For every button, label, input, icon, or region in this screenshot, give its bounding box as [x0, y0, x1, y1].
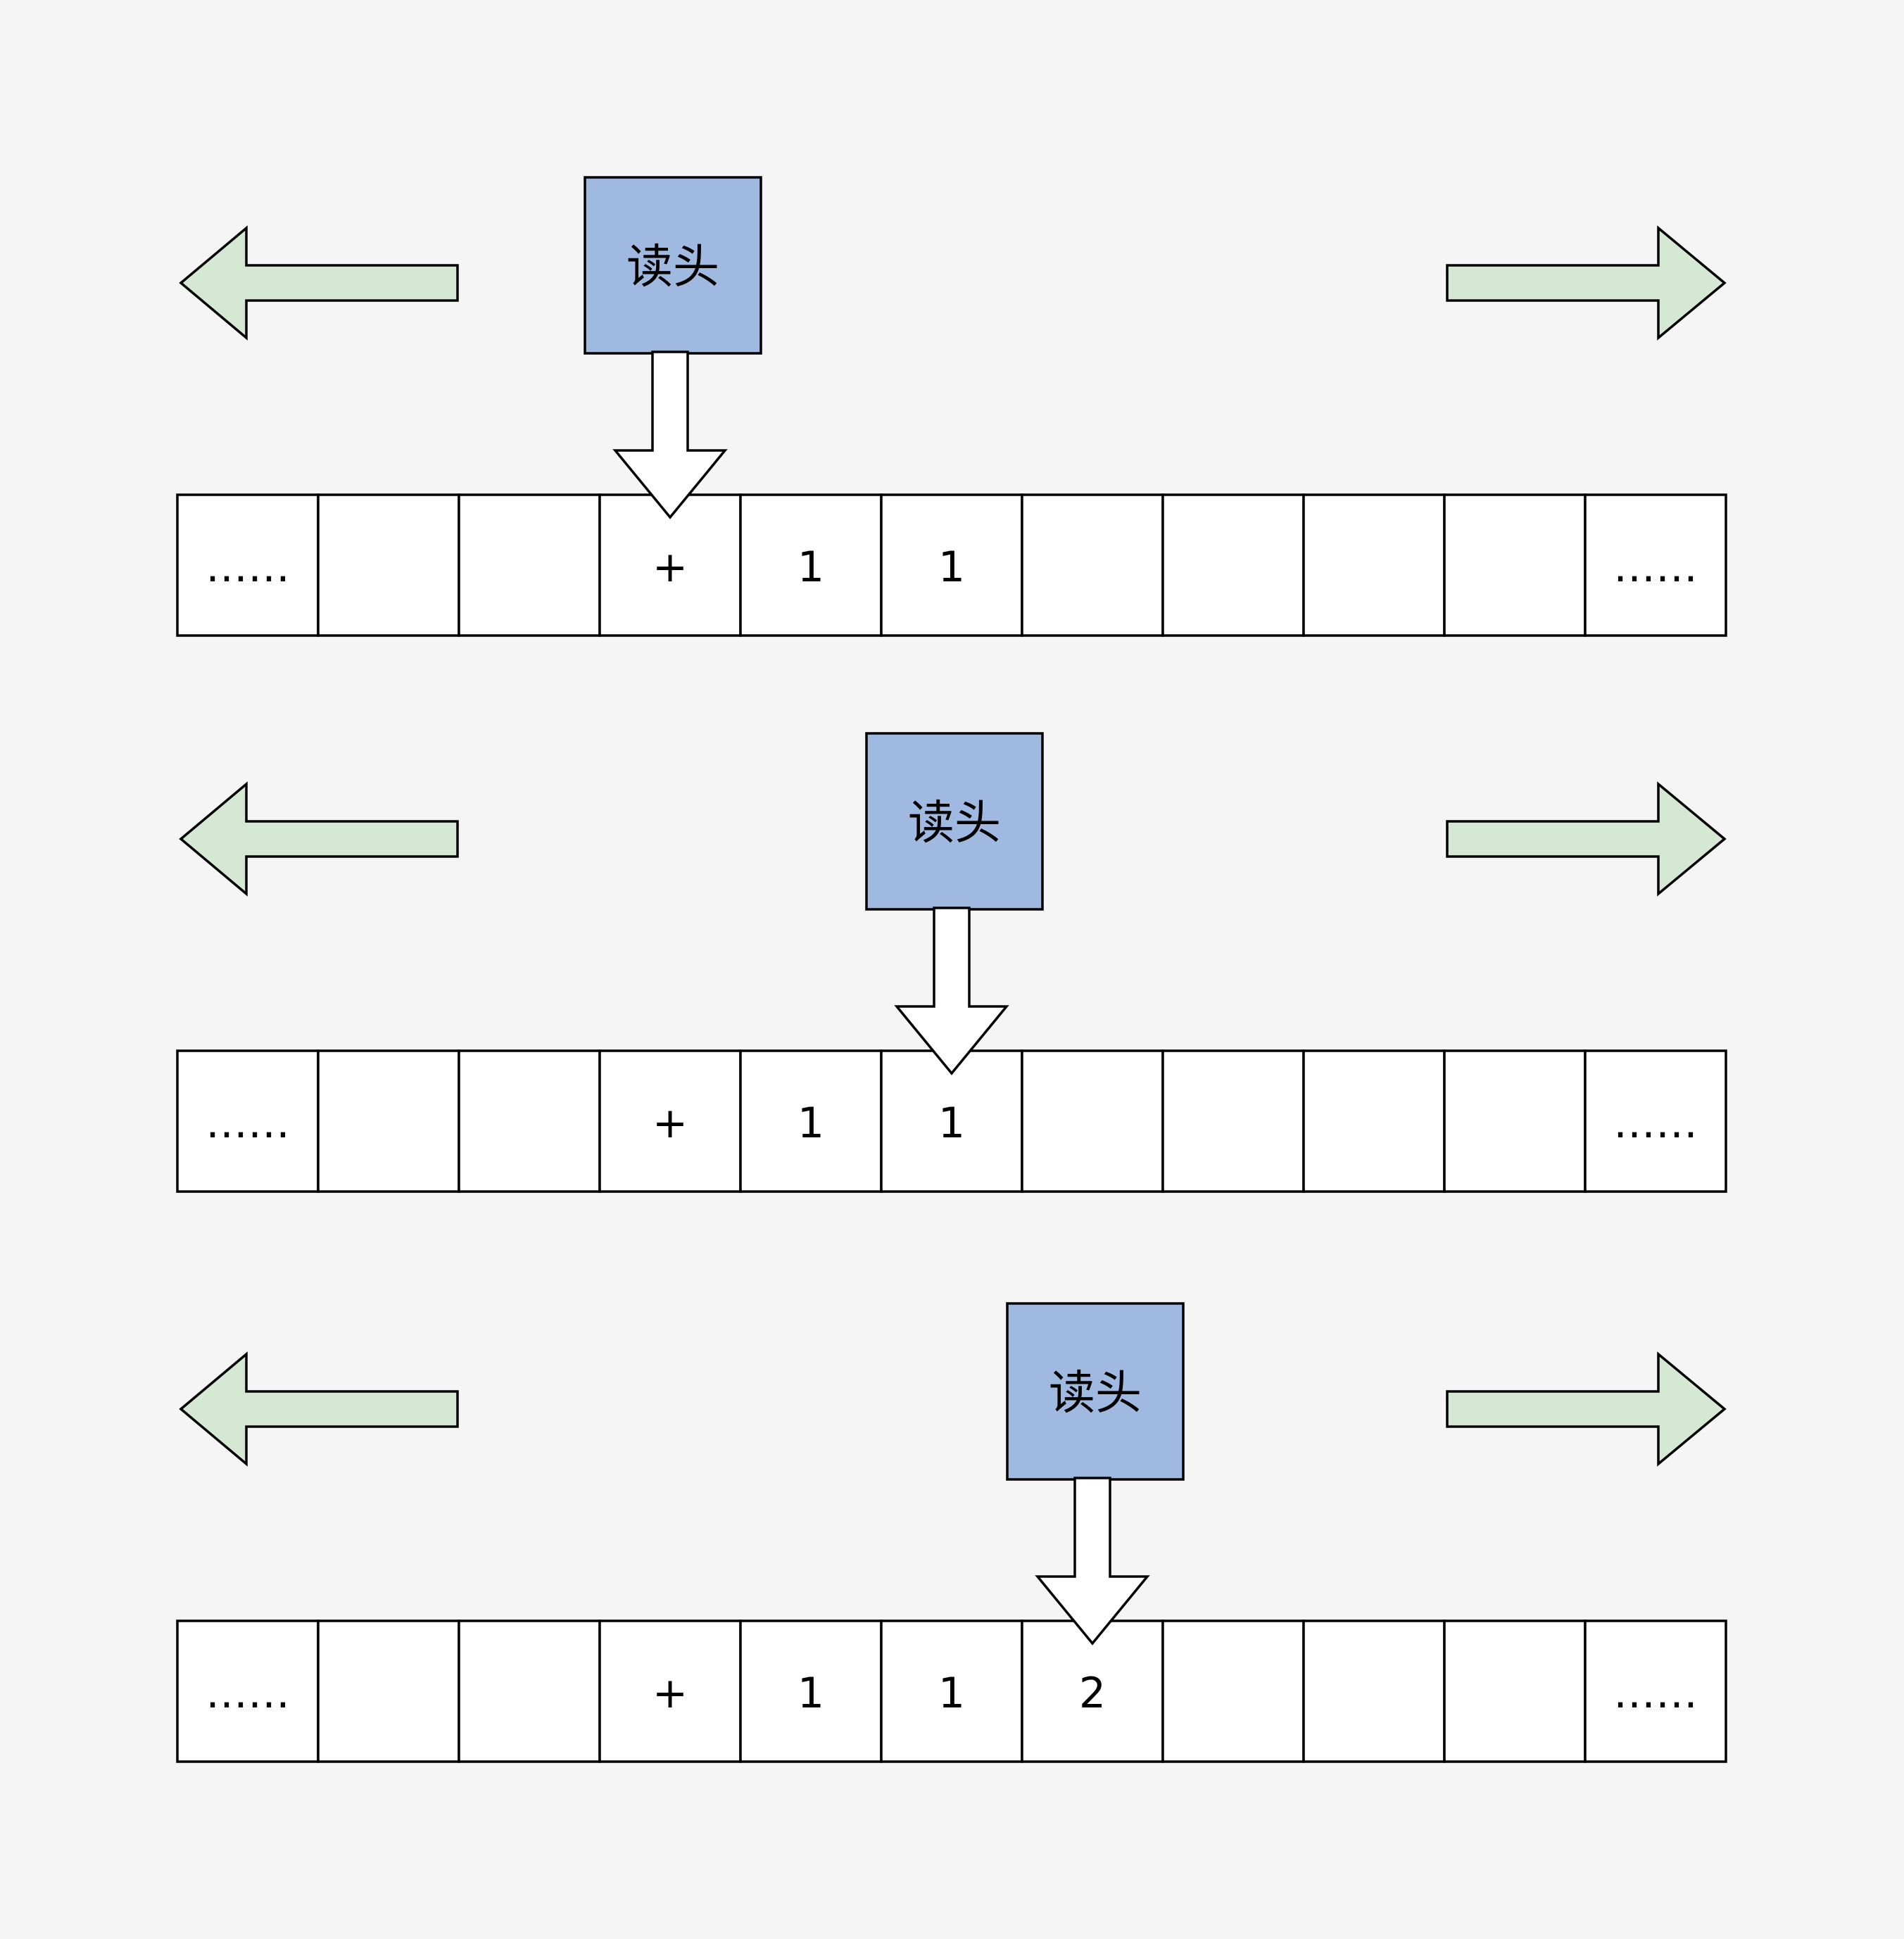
tape-cell-box	[1443, 1049, 1587, 1193]
tape-cell-box	[1021, 493, 1164, 637]
tape-cell-value: ……	[1613, 1099, 1698, 1148]
tape-cell-value: +	[652, 1669, 688, 1718]
tape-cell-value: +	[652, 543, 688, 592]
tape-cell	[1161, 493, 1305, 637]
tape-cell-box	[1161, 1619, 1305, 1763]
move-left-arrow-icon	[179, 1351, 459, 1467]
tape-cell	[1302, 493, 1446, 637]
tape-cell	[1302, 1049, 1446, 1193]
tape-cell	[1161, 1619, 1305, 1763]
tape-cell-value: ……	[1613, 543, 1698, 592]
tape-cell	[317, 493, 460, 637]
move-right-arrow-icon	[1446, 781, 1727, 897]
tape-cell-box	[1584, 1049, 1727, 1193]
tape-cell	[458, 1049, 601, 1193]
tape-cell-box	[880, 493, 1023, 637]
head-pointer-arrow-icon	[894, 907, 1009, 1075]
tape-cell: +	[598, 1619, 742, 1763]
tape-cell: ……	[1584, 1619, 1727, 1763]
move-left-arrow-icon	[179, 225, 459, 341]
tape-cell-value: ……	[1613, 1669, 1698, 1718]
tape-cell-box	[1021, 1049, 1164, 1193]
tape-cell: ……	[176, 1619, 320, 1763]
tape-cell: 1	[739, 493, 883, 637]
tape-cell-value: 2	[1079, 1669, 1106, 1718]
tape-cell-box	[1443, 1619, 1587, 1763]
tape-cell	[1443, 1049, 1587, 1193]
tape-cell-value: ……	[206, 1669, 290, 1718]
tape-cell-box	[739, 1049, 883, 1193]
move-left-arrow-icon	[179, 781, 459, 897]
tape-cell-box	[317, 1049, 460, 1193]
tape-cell	[317, 1049, 460, 1193]
tape-cell-box	[1302, 1619, 1446, 1763]
tape-cell: ……	[176, 493, 320, 637]
tape-cell	[317, 1619, 460, 1763]
tape-cell-box	[1161, 1049, 1305, 1193]
tape-cell	[1443, 1619, 1587, 1763]
tape-cell-value: 1	[938, 543, 965, 592]
tape-cell-box	[598, 1619, 742, 1763]
tape-cell-value: 1	[797, 1669, 824, 1718]
read-head-box	[1006, 1302, 1185, 1481]
tape-cell: ……	[1584, 1049, 1727, 1193]
tape-cell-value: 1	[797, 1099, 824, 1148]
tape-cell-value: ……	[206, 1099, 290, 1148]
tape-cell-value: 1	[938, 1099, 965, 1148]
tape-cell-value: 1	[938, 1669, 965, 1718]
tape-cell	[1161, 1049, 1305, 1193]
tape-cell: ……	[1584, 493, 1727, 637]
tape-cell: +	[598, 1049, 742, 1193]
tape-cell-box	[1161, 493, 1305, 637]
tape-cell-box	[1443, 493, 1587, 637]
tape-cell-box	[1584, 493, 1727, 637]
tape-cell-box	[880, 1619, 1023, 1763]
tape-cell-box	[458, 1619, 601, 1763]
move-right-arrow-icon	[1446, 225, 1727, 341]
tape-cell-box	[598, 1049, 742, 1193]
head-pointer-arrow-icon	[612, 350, 728, 519]
tape-cell-box	[317, 1619, 460, 1763]
tape-cell-value: 1	[797, 543, 824, 592]
tape-cell: 1	[739, 1049, 883, 1193]
read-head: 读头	[865, 732, 1044, 1075]
tape-cell-box	[1302, 493, 1446, 637]
tape-cell	[1021, 1049, 1164, 1193]
tape: …… +1 1 2 ……	[176, 1619, 1727, 1763]
tape-cell-box	[739, 1619, 883, 1763]
steps: …… +1 1 …… 读头 …… +1 1 …… 读头 …… +1 1 2 …… 读头	[176, 176, 1727, 1763]
read-head-label: 读头	[626, 240, 719, 294]
tape-cell: 1	[880, 1619, 1023, 1763]
tape: …… +1 1 ……	[176, 1049, 1727, 1193]
tape-cell: 1	[880, 493, 1023, 637]
tape-cell	[458, 1619, 601, 1763]
step-2: …… +1 1 …… 读头	[176, 732, 1727, 1193]
tape-cell-box	[458, 493, 601, 637]
tape-cell	[1302, 1619, 1446, 1763]
tape-cell-box	[458, 1049, 601, 1193]
head-pointer-arrow-icon	[1035, 1477, 1150, 1646]
read-head-label: 读头	[908, 796, 1001, 850]
move-right-arrow-icon	[1446, 1351, 1727, 1467]
step-1: …… +1 1 …… 读头	[176, 176, 1727, 637]
step-3: …… +1 1 2 …… 读头	[176, 1302, 1727, 1763]
read-head-label: 读头	[1049, 1366, 1142, 1420]
tape-cell	[458, 493, 601, 637]
tape: …… +1 1 ……	[176, 493, 1727, 637]
read-head: 读头	[1006, 1302, 1185, 1646]
tape-cell-box	[1302, 1049, 1446, 1193]
tape-cell-box	[176, 1049, 320, 1193]
tape-cell-box	[317, 493, 460, 637]
tape-cell-box	[1584, 1619, 1727, 1763]
tape-cell-value: +	[652, 1099, 688, 1148]
tape-cell	[1443, 493, 1587, 637]
tape-cell-value: ……	[206, 543, 290, 592]
tape-cell	[1021, 493, 1164, 637]
tape-cell-box	[176, 493, 320, 637]
read-head: 读头	[584, 176, 762, 519]
tape-cell: ……	[176, 1049, 320, 1193]
tape-cell: 1	[739, 1619, 883, 1763]
